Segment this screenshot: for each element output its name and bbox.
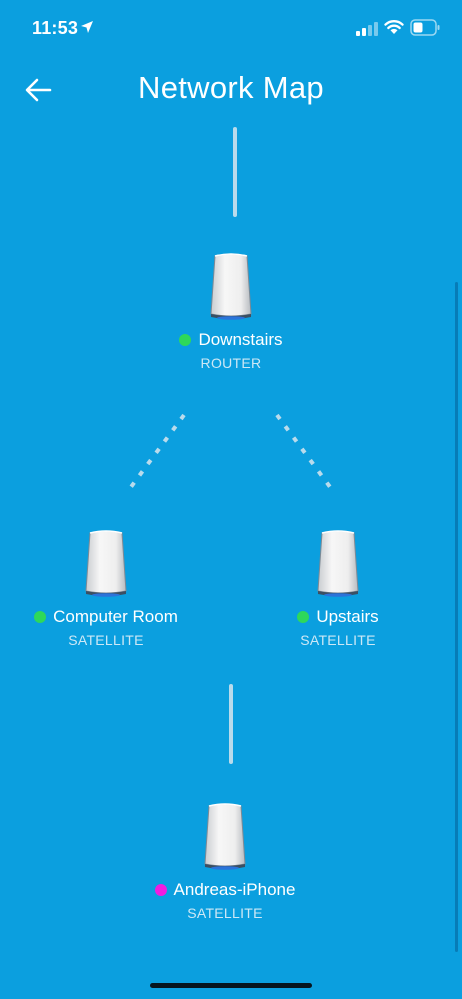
node-name: Computer Room	[53, 607, 178, 626]
back-button[interactable]	[20, 72, 60, 108]
back-arrow-icon	[25, 78, 52, 102]
node-upstairs[interactable]: Upstairs SATELLITE	[218, 529, 458, 648]
status-bar: 11:53	[0, 0, 462, 56]
node-name: Andreas-iPhone	[173, 880, 296, 899]
node-role: SATELLITE	[68, 632, 144, 648]
nav-bar: Network Map	[0, 60, 462, 120]
status-dot	[34, 611, 47, 623]
satellite-device-icon	[197, 802, 253, 872]
cellular-signal-icon	[356, 22, 378, 36]
wifi-icon	[384, 20, 404, 34]
wireless-link-right	[275, 413, 335, 493]
node-downstairs[interactable]: Downstairs ROUTER	[111, 252, 351, 371]
node-computer-room[interactable]: Computer Room SATELLITE	[0, 529, 226, 648]
location-arrow-icon	[81, 21, 93, 33]
status-dot	[179, 334, 192, 346]
satellite-device-icon	[310, 529, 366, 599]
status-dot	[154, 884, 167, 896]
node-role: ROUTER	[200, 355, 262, 371]
node-role: SATELLITE	[300, 632, 376, 648]
wired-link-top	[233, 127, 237, 217]
router-device-icon	[203, 252, 259, 322]
node-role: SATELLITE	[187, 905, 263, 921]
node-name: Upstairs	[316, 607, 379, 626]
node-name: Downstairs	[198, 330, 283, 349]
scroll-indicator[interactable]	[455, 282, 458, 952]
page-title: Network Map	[138, 70, 324, 105]
home-indicator[interactable]	[150, 983, 312, 988]
status-dot	[297, 611, 310, 623]
wireless-link-left	[126, 413, 186, 493]
status-time: 11:53	[32, 18, 79, 38]
node-andreas-iphone[interactable]: Andreas-iPhone SATELLITE	[105, 802, 345, 921]
battery-icon	[410, 19, 440, 36]
wired-link-bottom	[229, 684, 233, 764]
satellite-device-icon	[78, 529, 134, 599]
